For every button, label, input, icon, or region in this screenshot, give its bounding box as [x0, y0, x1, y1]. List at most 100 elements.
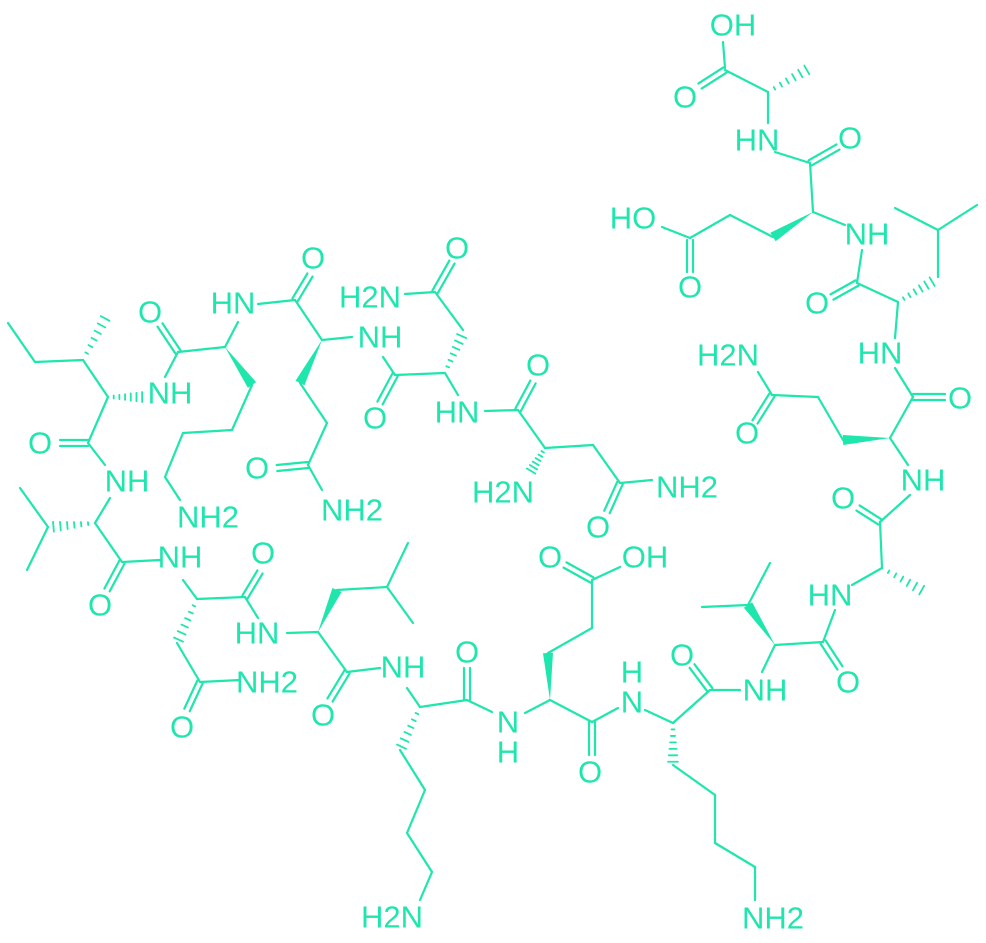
double-bond	[514, 379, 532, 410]
double-bond	[276, 466, 310, 473]
atom-label: H2N	[339, 280, 401, 315]
single-bond	[878, 493, 912, 524]
hashed-bond-stroke	[59, 520, 62, 532]
atom-label: O	[678, 270, 702, 305]
single-bond	[405, 831, 434, 874]
double-bond	[700, 71, 728, 90]
single-bond	[195, 595, 247, 601]
single-bond	[816, 395, 845, 442]
single-bond	[306, 463, 324, 492]
single-bond	[443, 371, 460, 397]
atom-label: HN	[211, 286, 256, 321]
hashed-bond-stroke	[526, 467, 537, 475]
atom-label: O	[526, 348, 550, 383]
single-bond	[93, 521, 124, 564]
hashed-bond-stroke	[173, 636, 184, 643]
hashed-bond-stroke	[791, 73, 797, 82]
double-bond	[858, 504, 883, 521]
double-bond	[296, 275, 314, 303]
single-bond	[770, 393, 820, 399]
single-bond	[418, 870, 434, 902]
single-bond	[760, 643, 777, 674]
double-bond	[697, 66, 725, 85]
hashed-bond-stroke	[84, 351, 89, 355]
single-bond	[335, 585, 389, 592]
hashed-bond-stroke	[184, 617, 192, 622]
double-bond	[693, 663, 714, 690]
single-bond	[316, 630, 349, 674]
single-bond	[86, 441, 107, 467]
atom-label: NH	[148, 376, 193, 411]
atom-label: NH2	[321, 493, 383, 528]
single-bond	[590, 706, 620, 724]
single-bond	[523, 698, 552, 715]
hashed-bond-stroke	[180, 623, 189, 629]
atom-label: NH	[381, 650, 426, 685]
hashed-bond-stroke	[797, 68, 804, 79]
atom-label: HN	[435, 395, 480, 430]
single-bond	[163, 350, 180, 379]
hashed-bond-stroke	[902, 296, 906, 301]
double-bond	[751, 392, 771, 422]
hashed-bond-stroke	[928, 276, 936, 287]
single-bond	[688, 213, 732, 240]
single-bond	[888, 395, 915, 440]
single-bond	[176, 345, 227, 354]
hashed-bond-stroke	[772, 86, 777, 91]
hashed-bond-stroke	[893, 572, 898, 579]
single-bond	[298, 381, 329, 425]
atom-label: O	[586, 510, 610, 545]
hashed-bond-stroke	[899, 575, 905, 583]
single-bond	[893, 206, 940, 232]
hashed-bond-stroke	[778, 81, 783, 88]
double-bond	[688, 666, 709, 693]
atom-label: O	[831, 481, 855, 516]
single-bond	[393, 371, 447, 377]
single-bond	[6, 321, 37, 364]
single-bond	[618, 478, 654, 485]
double-bond	[275, 460, 309, 467]
double-bond	[829, 279, 857, 296]
atom-label: O	[948, 381, 972, 416]
single-bond	[175, 641, 202, 684]
double-bond	[331, 672, 351, 703]
single-bond	[433, 290, 465, 332]
hashed-bond-stroke	[785, 77, 790, 85]
hashed-bond-stroke	[90, 336, 98, 342]
bonds	[6, 40, 979, 902]
single-bond	[405, 686, 422, 709]
hashed-bond-stroke	[66, 521, 69, 530]
atom-label: NH	[158, 540, 203, 575]
atom-label: O	[445, 231, 469, 266]
hashed-bond-stroke	[445, 365, 451, 369]
single-bond	[25, 525, 50, 572]
atom-label: N	[497, 705, 519, 740]
atom-label: O	[805, 286, 829, 321]
hashed-bond-stroke	[918, 284, 924, 293]
atom-label: O	[455, 635, 479, 670]
hashed-bond-stroke	[912, 288, 918, 296]
single-bond	[671, 763, 717, 797]
double-bond	[824, 639, 844, 668]
single-bond	[293, 298, 324, 342]
single-bond	[893, 366, 915, 399]
atom-label: NH	[358, 320, 403, 355]
single-bond	[855, 281, 900, 304]
single-bond	[33, 358, 85, 364]
single-bond	[821, 608, 837, 644]
atom-label: N	[621, 685, 643, 720]
hashed-bond-stroke	[537, 453, 544, 458]
atom-label: HN	[235, 616, 280, 651]
single-bond	[723, 68, 770, 94]
atom-label: O	[245, 451, 269, 486]
double-bond	[376, 372, 394, 403]
single-bond	[543, 443, 595, 450]
double-bond	[819, 642, 839, 671]
single-bond	[721, 40, 727, 70]
atom-label: O	[138, 295, 162, 330]
hashed-bond-stroke	[52, 520, 55, 533]
single-bond	[756, 370, 774, 397]
atom-label: H	[497, 735, 519, 770]
